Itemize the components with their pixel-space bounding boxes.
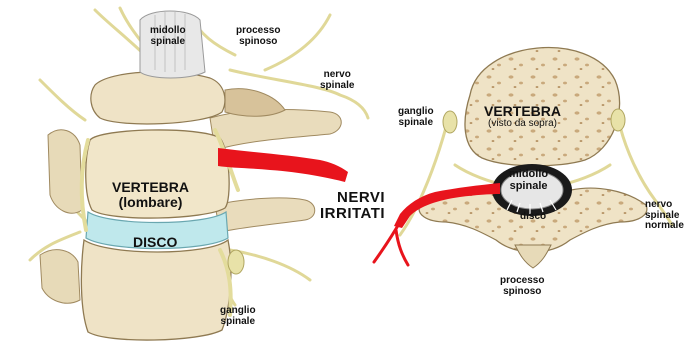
- transverse-process-upper: [210, 110, 341, 150]
- ganglion-right-right: [611, 109, 625, 131]
- label-ganglio-spinale-left: ganglio spinale: [220, 306, 256, 327]
- label-disco-left: DISCO: [133, 235, 177, 250]
- label-line: spinale: [220, 317, 256, 328]
- label-midollo-spinale-right: midollo spinale: [509, 169, 548, 192]
- label-line: midollo: [509, 169, 548, 181]
- label-line: ganglio: [220, 306, 256, 317]
- label-vertebra-top-view: VERTEBRA (visto da sopra): [484, 104, 561, 129]
- irritated-nerve-left: [218, 148, 348, 182]
- label-ganglio-spinale-right: ganglio spinale: [398, 107, 434, 128]
- ganglion-right-left: [443, 111, 457, 133]
- label-line: spinale: [320, 81, 354, 92]
- label-line: disco: [520, 211, 546, 222]
- right-vertebra-view: [374, 48, 672, 268]
- label-line: DISCO: [133, 234, 177, 250]
- label-line: spinale: [150, 37, 186, 48]
- label-line: (lombare): [112, 195, 189, 210]
- label-line: ganglio: [398, 107, 434, 118]
- ganglion-left: [228, 250, 244, 274]
- label-midollo-spinale-left: midollo spinale: [150, 26, 186, 47]
- label-line: spinoso: [500, 287, 544, 298]
- label-line: VERTEBRA: [484, 104, 561, 119]
- lower-vertebra-body: [81, 240, 231, 340]
- label-nervo-spinale-normale: nervo spinale normale: [645, 200, 684, 232]
- label-disco-right: disco: [520, 212, 546, 223]
- transverse-process-lower: [215, 198, 315, 232]
- label-nervi-irritati: NERVI IRRITATI: [320, 190, 385, 222]
- label-line: midollo: [150, 26, 186, 37]
- upper-vertebra-body: [91, 72, 225, 124]
- label-processo-spinoso-left: processo spinoso: [236, 26, 280, 47]
- label-line: spinale: [398, 118, 434, 129]
- label-line: (visto da sopra): [484, 119, 561, 130]
- label-line: nervo: [320, 70, 354, 81]
- label-line: spinoso: [236, 37, 280, 48]
- label-line: nervo: [645, 200, 684, 211]
- left-lateral-bone-lower: [40, 250, 80, 304]
- left-lateral-bone: [48, 130, 82, 213]
- label-line: spinale: [509, 181, 548, 193]
- label-line: NERVI: [320, 190, 385, 206]
- spinous-process-top-view: [515, 245, 551, 268]
- label-nervo-spinale-left: nervo spinale: [320, 70, 354, 91]
- label-line: VERTEBRA: [112, 180, 189, 195]
- facet-joint: [225, 89, 285, 117]
- label-processo-spinoso-right: processo spinoso: [500, 276, 544, 297]
- left-spine-view: [30, 8, 368, 340]
- label-vertebra-lombare: VERTEBRA (lombare): [112, 180, 189, 209]
- label-line: processo: [236, 26, 280, 37]
- label-line: normale: [645, 221, 684, 232]
- label-line: IRRITATI: [320, 206, 385, 222]
- label-line: processo: [500, 276, 544, 287]
